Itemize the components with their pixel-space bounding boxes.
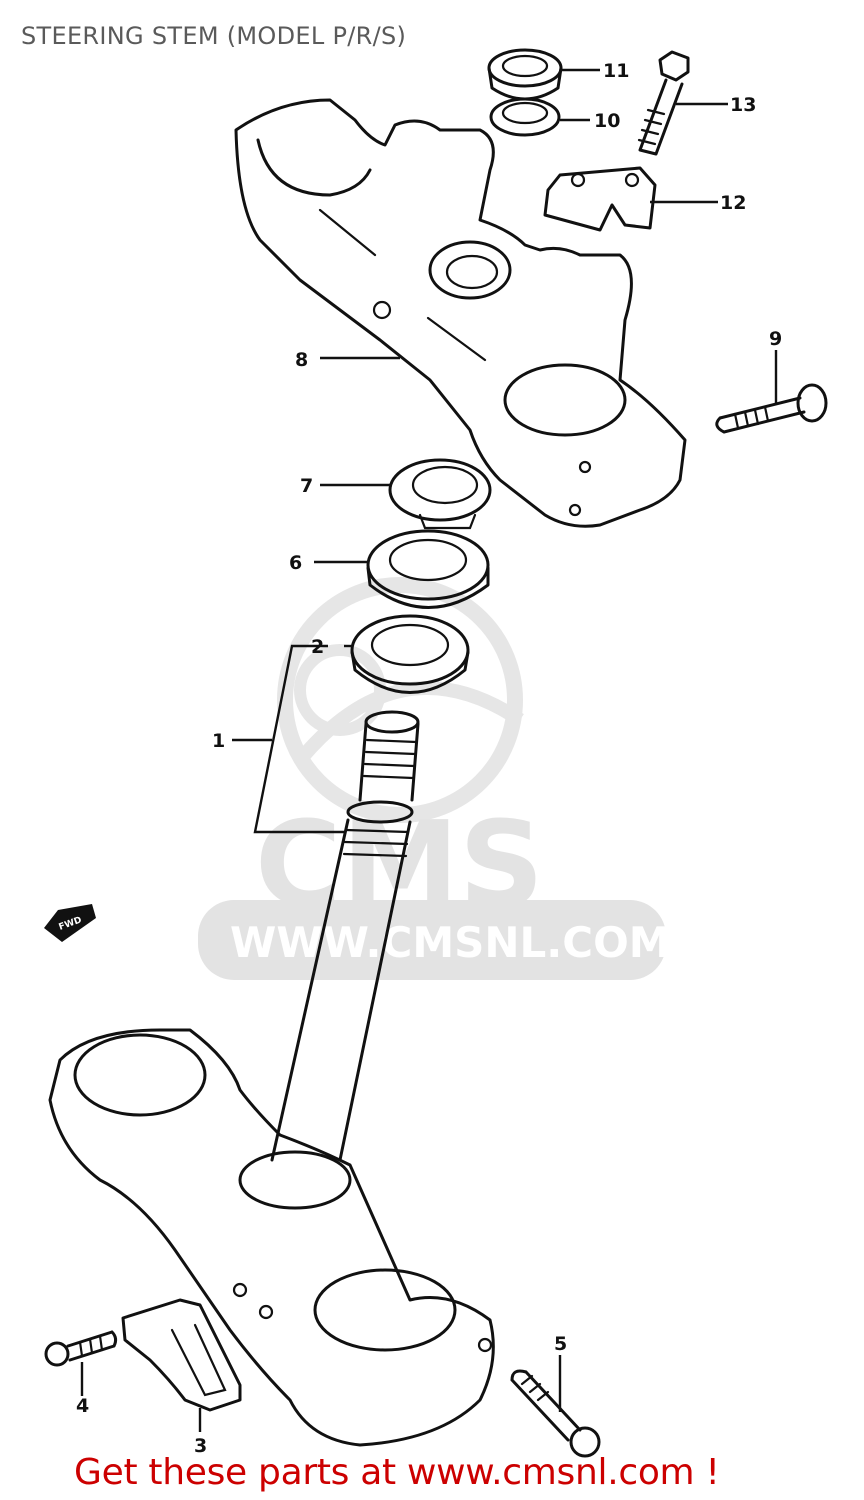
footer-link[interactable]: www.cmsnl.com — [406, 1452, 695, 1493]
callout-labels: 11 10 13 12 8 9 7 6 2 1 4 3 5 — [76, 60, 782, 1457]
part-8-upper-bracket[interactable] — [234, 98, 687, 528]
callout-12: 12 — [720, 192, 746, 214]
part-2-lower-bearing[interactable] — [350, 614, 470, 694]
callout-2: 2 — [311, 636, 324, 658]
callout-6: 6 — [289, 552, 302, 574]
part-3-brake-hose-clamp[interactable] — [121, 1298, 242, 1412]
part-1-steering-stem[interactable] — [48, 710, 495, 1447]
watermark-url-text: WWW.CMSNL.COM — [230, 918, 671, 967]
part-7-stem-lock-nut[interactable] — [388, 458, 492, 530]
callout-4: 4 — [76, 1395, 89, 1417]
footer-cta: Get these parts at www.cmsnl.com ! — [74, 1452, 720, 1493]
part-12-handlebar-holder[interactable] — [543, 166, 657, 232]
footer-suffix: ! — [694, 1452, 720, 1493]
callout-7: 7 — [300, 475, 313, 497]
callout-1: 1 — [212, 730, 225, 752]
part-4-clamp-bolt[interactable] — [44, 1330, 118, 1367]
part-10-washer[interactable] — [489, 97, 561, 137]
callout-8: 8 — [295, 349, 308, 371]
fwd-direction-indicator: FWD — [44, 904, 96, 942]
part-9-upper-clamp-bolt[interactable] — [715, 383, 828, 434]
leader-lines — [80, 68, 778, 1432]
callout-3: 3 — [194, 1435, 207, 1457]
callout-9: 9 — [769, 328, 782, 350]
arrow-left-icon — [44, 904, 96, 942]
footer-prefix: Get these parts at — [74, 1452, 407, 1493]
part-13-holder-bolt[interactable] — [637, 50, 690, 156]
part-6-upper-bearing[interactable] — [366, 529, 490, 609]
part-11-stem-head-nut[interactable] — [487, 48, 563, 101]
watermark-logo: CMS WWW.CMSNL.COM — [198, 577, 671, 980]
callout-13: 13 — [730, 94, 756, 116]
part-5-lower-clamp-bolt[interactable] — [510, 1369, 601, 1458]
callout-5: 5 — [554, 1333, 567, 1355]
callout-10: 10 — [594, 110, 620, 132]
callout-11: 11 — [603, 60, 629, 82]
diagram-title: STEERING STEM (MODEL P/R/S) — [21, 22, 407, 50]
